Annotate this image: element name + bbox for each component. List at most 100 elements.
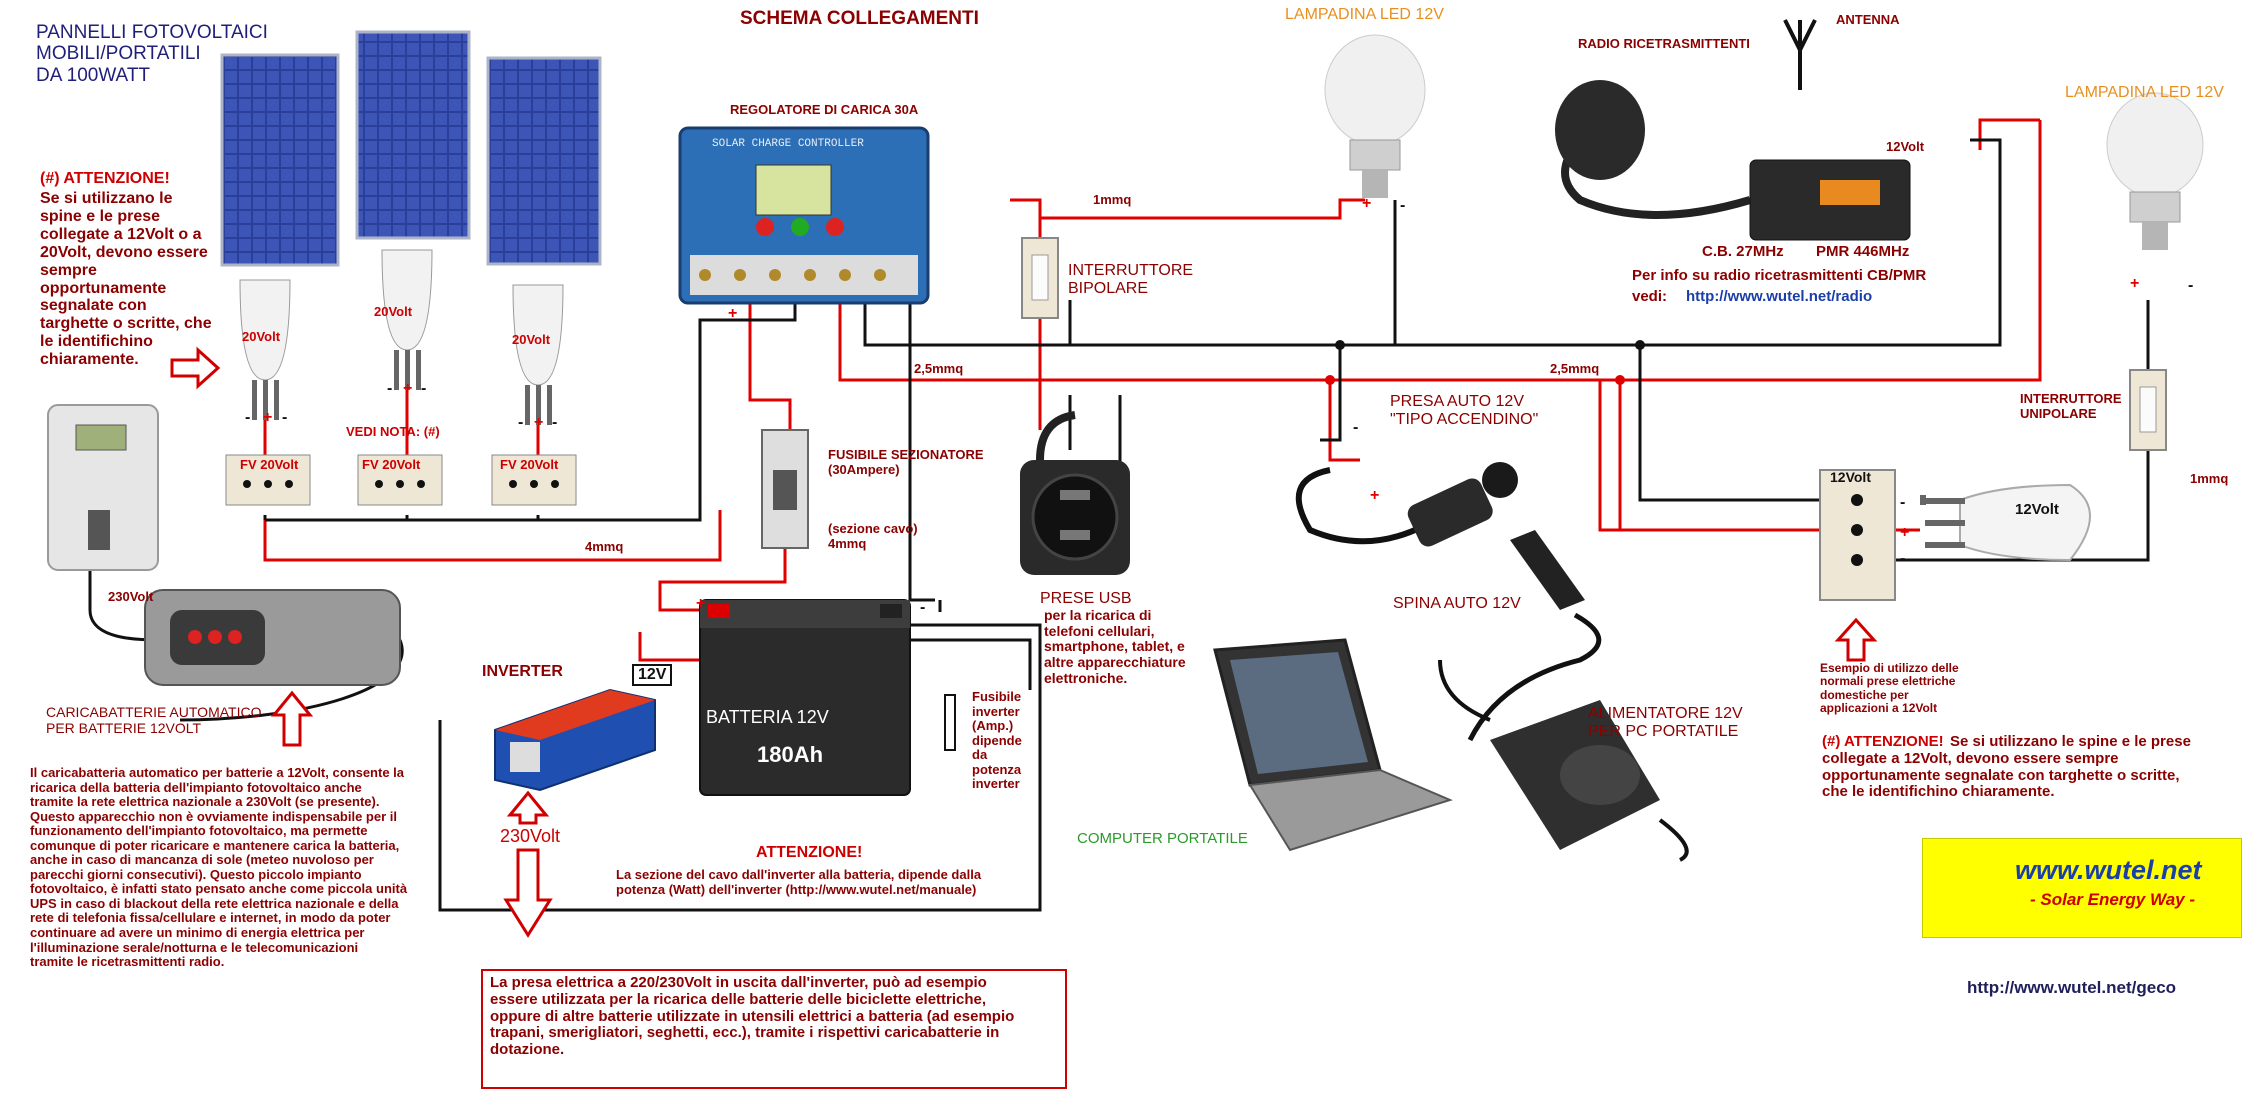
laptop-power-supply <box>1438 659 1689 862</box>
svg-text:-: - <box>387 380 392 397</box>
logo-url[interactable]: www.wutel.net <box>2015 855 2202 885</box>
svg-text:+: + <box>534 414 543 431</box>
radio-pmr-label: PMR 446MHz <box>1816 243 1910 260</box>
panel-plug-3-icon <box>512 284 564 425</box>
lamp-2-label: LAMPADINA LED 12V <box>2065 84 2224 101</box>
battery-capacity: 180Ah <box>757 742 824 767</box>
charger-description: Il caricabatteria automatico per batteri… <box>30 765 408 970</box>
car-plug-label: SPINA AUTO 12V <box>1393 595 1521 612</box>
panel-plug-2-icon <box>381 249 433 390</box>
see-note-label: VEDI NOTA: (#) <box>346 424 440 439</box>
svg-text:-: - <box>2188 277 2193 294</box>
controller-device-text: SOLAR CHARGE CONTROLLER <box>712 138 864 150</box>
charge-controller <box>678 126 930 305</box>
usb-label: PRESE USB <box>1040 590 1132 607</box>
inverter-label: INVERTER <box>482 663 563 680</box>
lamp-1-cable: 1mmq <box>1093 192 1132 207</box>
bipolar-switch <box>1021 237 1059 319</box>
svg-text:+: + <box>1362 195 1371 212</box>
radio-label: RADIO RICETRASMITTENTI <box>1578 36 1750 51</box>
svg-text:-: - <box>245 409 250 426</box>
footer-url[interactable]: http://www.wutel.net/geco <box>1967 978 2177 997</box>
svg-text:+: + <box>728 305 737 322</box>
svg-text:+: + <box>1370 487 1379 504</box>
svg-text:-: - <box>1900 494 1905 511</box>
led-lamp-2-icon <box>2106 92 2204 250</box>
fv-socket-3-label: FV 20Volt <box>500 457 559 472</box>
arrow-down-inverter-icon <box>503 848 553 938</box>
arrow-right-icon <box>170 346 221 390</box>
arrow-up-socket-icon <box>1834 617 1878 662</box>
radio-12v-label: 12Volt <box>1886 139 1925 154</box>
car-socket-label: PRESA AUTO 12V "TIPO ACCENDINO" <box>1390 393 1539 428</box>
fv-socket-3 <box>491 454 577 506</box>
cable-25-label-right: 2,5mmq <box>1550 361 1600 376</box>
plug-2-voltage: 20Volt <box>374 304 413 319</box>
fv-socket-2-label: FV 20Volt <box>362 457 421 472</box>
plug-1-voltage: 20Volt <box>242 329 281 344</box>
psu-label: ALIMENTATORE 12V PER PC PORTATILE <box>1588 705 1743 740</box>
unipolar-switch <box>2129 369 2167 451</box>
solar-panel-1 <box>220 53 340 267</box>
svg-text:-: - <box>1400 197 1405 214</box>
svg-text:+: + <box>1900 524 1909 541</box>
fuse-label: FUSIBILE SEZIONATORE (30Ampere) <box>828 447 984 477</box>
inverter-12v-label: 12V <box>632 664 673 686</box>
battery <box>699 599 911 796</box>
inverter-230v-label: 230Volt <box>500 826 561 846</box>
inverter-output-box <box>481 969 1067 1089</box>
socket-12v <box>1819 469 1896 601</box>
wutel-logo <box>1922 838 2242 938</box>
car-plug <box>1467 530 1602 742</box>
inverter-fuse-label: Fusibile inverter (Amp.) dipende da pote… <box>972 689 1022 792</box>
svg-text:-: - <box>518 414 523 431</box>
cable-25-label-left: 2,5mmq <box>914 361 964 376</box>
svg-text:+: + <box>2130 275 2139 292</box>
fv-socket-1 <box>225 454 311 506</box>
unipolar-switch-label: INTERRUTTORE UNIPOLARE <box>2020 391 2122 421</box>
svg-text:-: - <box>920 599 925 616</box>
fv-socket-2 <box>357 454 443 506</box>
charger-label: CARICABATTERIE AUTOMATICO PER BATTERIE 1… <box>46 704 262 736</box>
svg-text:-: - <box>421 380 426 397</box>
radio-transceiver <box>1555 19 1911 241</box>
arrow-up-charger-icon <box>270 690 314 747</box>
plug-3-voltage: 20Volt <box>512 332 551 347</box>
laptop <box>1213 638 1453 852</box>
polarity-signs: -+- -+- -+- + +- -+ +- +- -+- <box>245 195 2193 616</box>
battery-name: BATTERIA 12V <box>706 707 829 727</box>
socket-12v-attention-title: (#) ATTENZIONE! <box>1822 733 1944 750</box>
usb-socket <box>1020 411 1130 575</box>
meter-voltage-label: 230Volt <box>108 589 154 604</box>
solar-panel-2 <box>355 30 471 240</box>
led-lamp-1-icon <box>1324 34 1426 198</box>
controller-label: REGOLATORE DI CARICA 30A <box>730 102 919 117</box>
cable-4mmq-label: 4mmq <box>585 539 624 554</box>
inverter-fuse-icon <box>944 694 956 751</box>
svg-text:+: + <box>696 595 705 612</box>
inverter <box>494 688 656 792</box>
solar-panel-3 <box>486 56 602 266</box>
car-socket <box>1295 462 1518 547</box>
panels-heading: PANNELLI FOTOVOLTAICI MOBILI/PORTATILI D… <box>36 22 268 86</box>
diagram-title: SCHEMA COLLEGAMENTI <box>740 8 979 29</box>
fv-socket-1-label: FV 20Volt <box>240 457 299 472</box>
panels-attention-text: Se si utilizzano le spine e le prese col… <box>40 190 212 369</box>
arrow-up-inverter-icon <box>506 790 550 825</box>
laptop-label: COMPUTER PORTATILE <box>1077 830 1248 847</box>
logo-slogan: - Solar Energy Way - <box>2030 890 2196 909</box>
svg-text:-: - <box>282 409 287 426</box>
radio-info-text: Per info su radio ricetrasmittenti CB/PM… <box>1632 267 1927 284</box>
svg-text:+: + <box>403 380 412 397</box>
inverter-attention-title: ATTENZIONE! <box>756 844 863 861</box>
radio-link[interactable]: http://www.wutel.net/radio <box>1686 288 1873 305</box>
panel-plug-1-icon <box>239 279 291 420</box>
socket-12v-attention-text: Se si utilizzano le spine e le prese col… <box>1822 733 2191 801</box>
lamp-1-label: LAMPADINA LED 12V <box>1285 6 1444 23</box>
inverter-output-text: La presa elettrica a 220/230Volt in usci… <box>490 974 1015 1059</box>
inverter-attention-text: La sezione del cavo dall'inverter alla b… <box>616 867 982 897</box>
svg-text:+: + <box>263 409 272 426</box>
lamp-2-cable: 1mmq <box>2190 471 2229 486</box>
socket-12v-example: Esempio di utilizzo delle normali prese … <box>1820 661 1959 716</box>
fuse-cable-label: (sezione cavo) 4mmq <box>828 521 918 551</box>
